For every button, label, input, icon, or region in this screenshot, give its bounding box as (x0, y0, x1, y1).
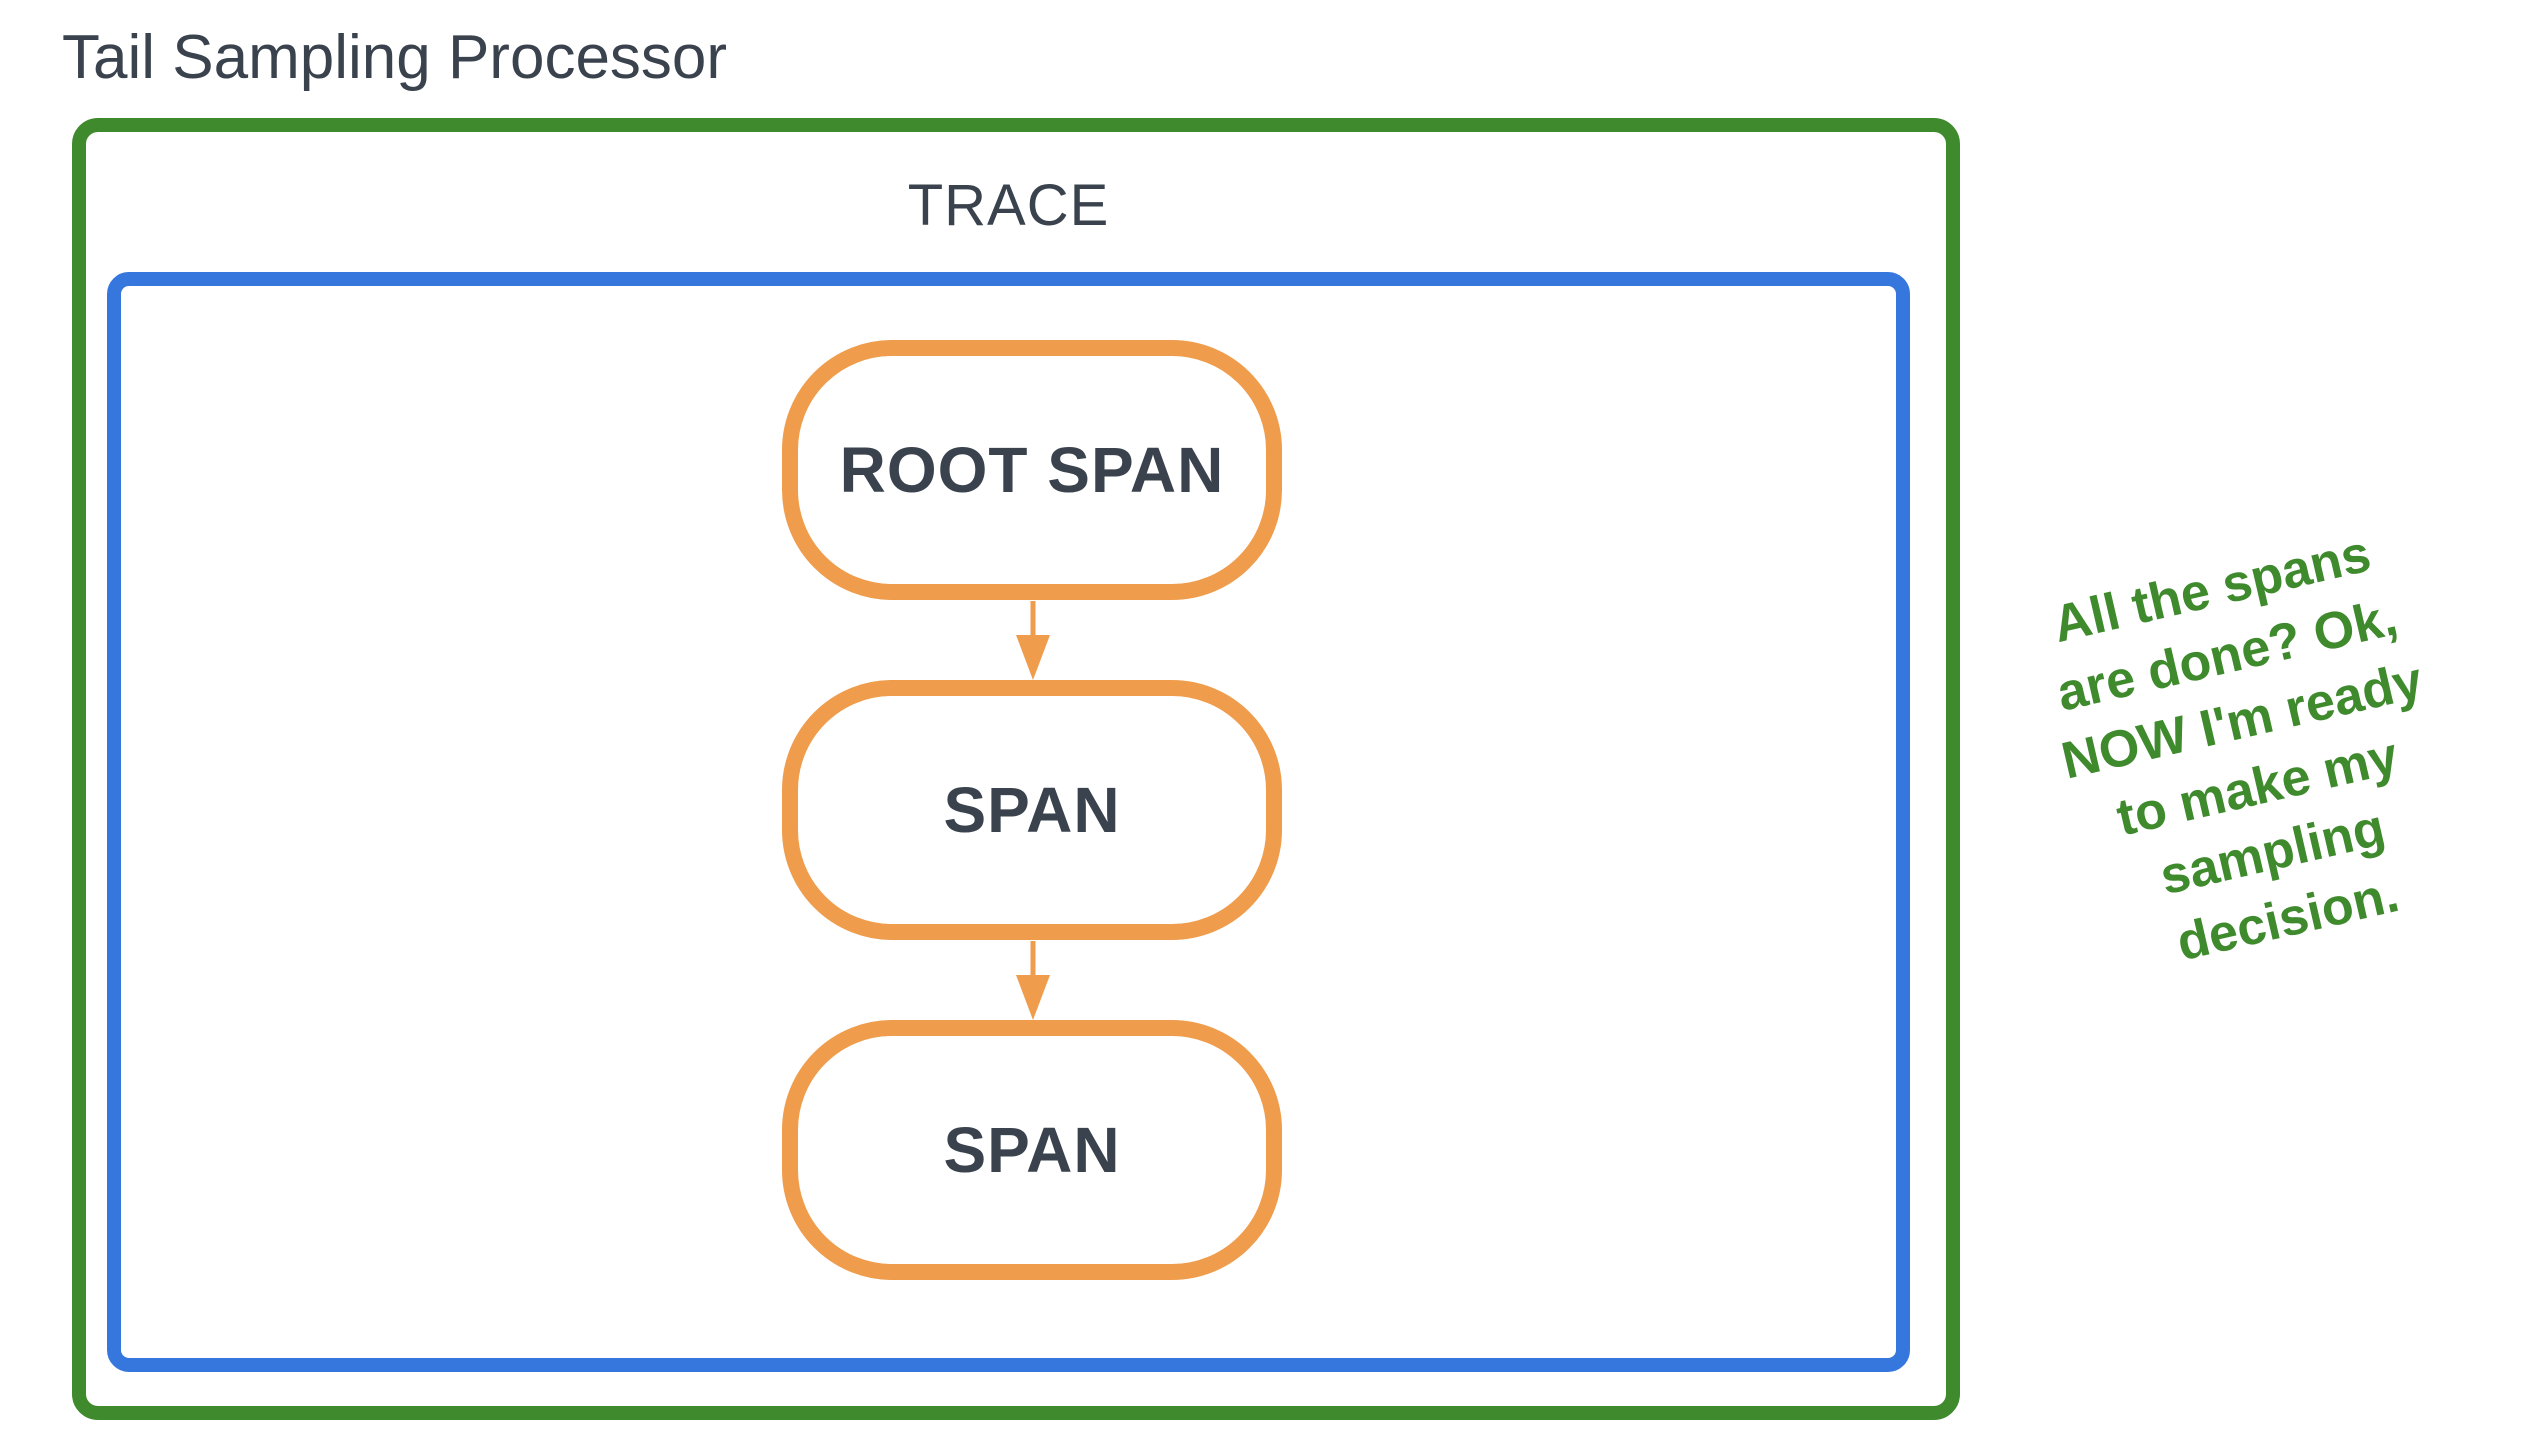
span-node: SPAN (782, 1020, 1282, 1280)
diagram-title: Tail Sampling Processor (62, 23, 728, 92)
span-label: SPAN (943, 774, 1121, 846)
span-node: SPAN (782, 680, 1282, 940)
trace-label: TRACE (907, 173, 1110, 238)
sampling-decision-annotation: All the spans are done? Ok, NOW I'm read… (1939, 496, 2542, 1014)
arrow-down-icon (1013, 601, 1053, 681)
span-label: SPAN (943, 1114, 1121, 1186)
root-span-node: ROOT SPAN (782, 340, 1282, 600)
arrow-down-icon (1013, 941, 1053, 1021)
root-span-label: ROOT SPAN (839, 434, 1225, 506)
